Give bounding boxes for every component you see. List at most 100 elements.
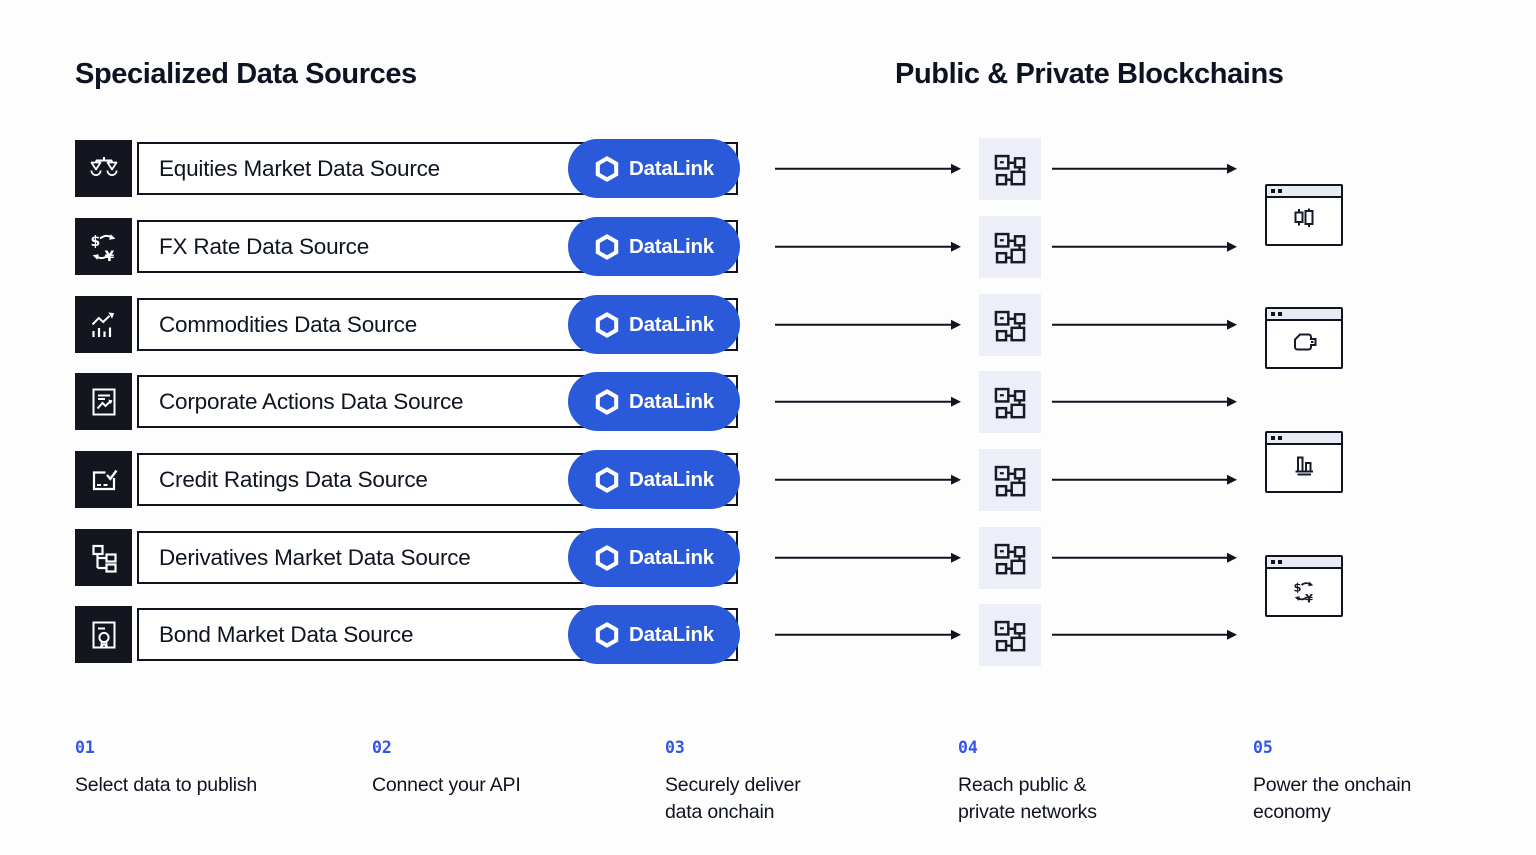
chainlink-hexagon-icon bbox=[595, 621, 619, 648]
datalink-label: DataLink bbox=[629, 312, 714, 336]
chainlink-hexagon-icon bbox=[595, 311, 619, 338]
checked-box-icon bbox=[75, 451, 132, 508]
arrow-to-network bbox=[775, 556, 951, 559]
process-steps: 01 Select data to publish 02 Connect you… bbox=[0, 738, 1536, 848]
datalink-label: DataLink bbox=[629, 389, 714, 413]
heading-specialized-data-sources: Specialized Data Sources bbox=[75, 58, 417, 90]
arrow-to-blockchain bbox=[1052, 245, 1227, 248]
source-pill-bond-market: Bond Market Data Source DataLink bbox=[75, 605, 740, 664]
arrow-to-blockchain bbox=[1052, 400, 1227, 403]
arrow-to-network bbox=[775, 323, 951, 326]
step-number: 02 bbox=[372, 738, 392, 757]
svg-text:¥: ¥ bbox=[104, 249, 114, 263]
datalink-label: DataLink bbox=[629, 545, 714, 569]
network-nodes-icon bbox=[979, 137, 1041, 200]
datalink-label: DataLink bbox=[629, 467, 714, 491]
flow-row: Commodities Data Source DataLink bbox=[0, 293, 1536, 356]
flow-row: Bond Market Data Source DataLink bbox=[0, 603, 1536, 666]
datalink-button[interactable]: DataLink bbox=[568, 295, 740, 354]
arrow-to-blockchain bbox=[1052, 633, 1227, 636]
source-label: Equities Market Data Source bbox=[159, 155, 440, 181]
chainlink-hexagon-icon bbox=[595, 233, 619, 260]
certificate-icon bbox=[75, 606, 132, 663]
step-label: Select data to publish bbox=[75, 774, 258, 796]
arrow-to-blockchain bbox=[1052, 556, 1227, 559]
network-nodes-icon bbox=[979, 293, 1041, 356]
datalink-button[interactable]: DataLink bbox=[568, 450, 740, 509]
source-pill-credit-ratings: Credit Ratings Data Source DataLink bbox=[75, 450, 740, 509]
bar-chart-window-icon bbox=[1265, 431, 1343, 493]
window-titlebar bbox=[1267, 557, 1341, 569]
chainlink-hexagon-icon bbox=[595, 544, 619, 571]
source-pill-fx-rate: $ ¥ FX Rate Data Source DataLink bbox=[75, 217, 740, 276]
arrow-to-network bbox=[775, 167, 951, 170]
datalink-label: DataLink bbox=[629, 156, 714, 180]
svg-text:$: $ bbox=[1294, 580, 1302, 594]
chainlink-hexagon-icon bbox=[595, 155, 619, 182]
flow-row: $ ¥ FX Rate Data Source DataLink bbox=[0, 215, 1536, 278]
currency-exchange-icon: $ ¥ bbox=[75, 218, 132, 275]
currency-exchange-window-icon: $ ¥ bbox=[1265, 555, 1343, 617]
wallet-window-icon bbox=[1265, 307, 1343, 369]
source-label: Bond Market Data Source bbox=[159, 621, 414, 647]
network-nodes-icon bbox=[979, 526, 1041, 589]
arrow-to-network bbox=[775, 633, 951, 636]
heading-public-private-blockchains: Public & Private Blockchains bbox=[895, 58, 1284, 90]
step-label: Securely deliver data onchain bbox=[665, 774, 801, 824]
source-pill-corporate-actions: Corporate Actions Data Source DataLink bbox=[75, 372, 740, 431]
step-label: Reach public & private networks bbox=[958, 774, 1097, 824]
step-5: 05 Power the onchain economy bbox=[1253, 738, 1525, 827]
chainlink-hexagon-icon bbox=[595, 388, 619, 415]
flow-row: Credit Ratings Data Source DataLink bbox=[0, 448, 1536, 511]
window-titlebar bbox=[1267, 186, 1341, 198]
trend-chart-icon bbox=[75, 296, 132, 353]
flow-row: Corporate Actions Data Source DataLink bbox=[0, 370, 1536, 433]
step-1: 01 Select data to publish bbox=[75, 738, 347, 799]
datalink-button[interactable]: DataLink bbox=[568, 217, 740, 276]
window-titlebar bbox=[1267, 309, 1341, 321]
network-nodes-icon bbox=[979, 603, 1041, 666]
scales-icon bbox=[75, 140, 132, 197]
arrow-to-blockchain bbox=[1052, 323, 1227, 326]
step-number: 03 bbox=[665, 738, 685, 757]
source-label: Credit Ratings Data Source bbox=[159, 466, 428, 492]
document-chart-icon bbox=[75, 373, 132, 430]
source-label: Commodities Data Source bbox=[159, 311, 418, 337]
svg-text:$: $ bbox=[90, 234, 100, 250]
source-label: Corporate Actions Data Source bbox=[159, 388, 464, 414]
datalink-button[interactable]: DataLink bbox=[568, 528, 740, 587]
step-label: Connect your API bbox=[372, 774, 521, 796]
datalink-label: DataLink bbox=[629, 622, 714, 646]
svg-text:¥: ¥ bbox=[1305, 591, 1313, 604]
source-pill-derivatives: Derivatives Market Data Source DataLink bbox=[75, 528, 740, 587]
arrow-to-network bbox=[775, 245, 951, 248]
arrow-to-network bbox=[775, 478, 951, 481]
datalink-button[interactable]: DataLink bbox=[568, 139, 740, 198]
arrow-to-blockchain bbox=[1052, 478, 1227, 481]
step-3: 03 Securely deliver data onchain bbox=[665, 738, 937, 827]
network-nodes-icon bbox=[979, 448, 1041, 511]
step-label: Power the onchain economy bbox=[1253, 774, 1412, 824]
source-label: FX Rate Data Source bbox=[159, 233, 370, 259]
step-2: 02 Connect your API bbox=[372, 738, 644, 799]
hierarchy-tree-icon bbox=[75, 529, 132, 586]
step-number: 05 bbox=[1253, 738, 1273, 757]
flow-row: Equities Market Data Source DataLink bbox=[0, 137, 1536, 200]
datalink-label: DataLink bbox=[629, 234, 714, 258]
chainlink-hexagon-icon bbox=[595, 466, 619, 493]
window-titlebar bbox=[1267, 433, 1341, 445]
source-pill-commodities: Commodities Data Source DataLink bbox=[75, 295, 740, 354]
step-4: 04 Reach public & private networks bbox=[958, 738, 1230, 827]
datalink-button[interactable]: DataLink bbox=[568, 372, 740, 431]
network-nodes-icon bbox=[979, 370, 1041, 433]
datalink-button[interactable]: DataLink bbox=[568, 605, 740, 664]
step-number: 04 bbox=[958, 738, 978, 757]
candlestick-window-icon bbox=[1265, 184, 1343, 246]
source-pill-equities: Equities Market Data Source DataLink bbox=[75, 139, 740, 198]
arrow-to-network bbox=[775, 400, 951, 403]
network-nodes-icon bbox=[979, 215, 1041, 278]
step-number: 01 bbox=[75, 738, 95, 757]
arrow-to-blockchain bbox=[1052, 167, 1227, 170]
source-label-box: Corporate Actions Data Source bbox=[137, 375, 738, 428]
